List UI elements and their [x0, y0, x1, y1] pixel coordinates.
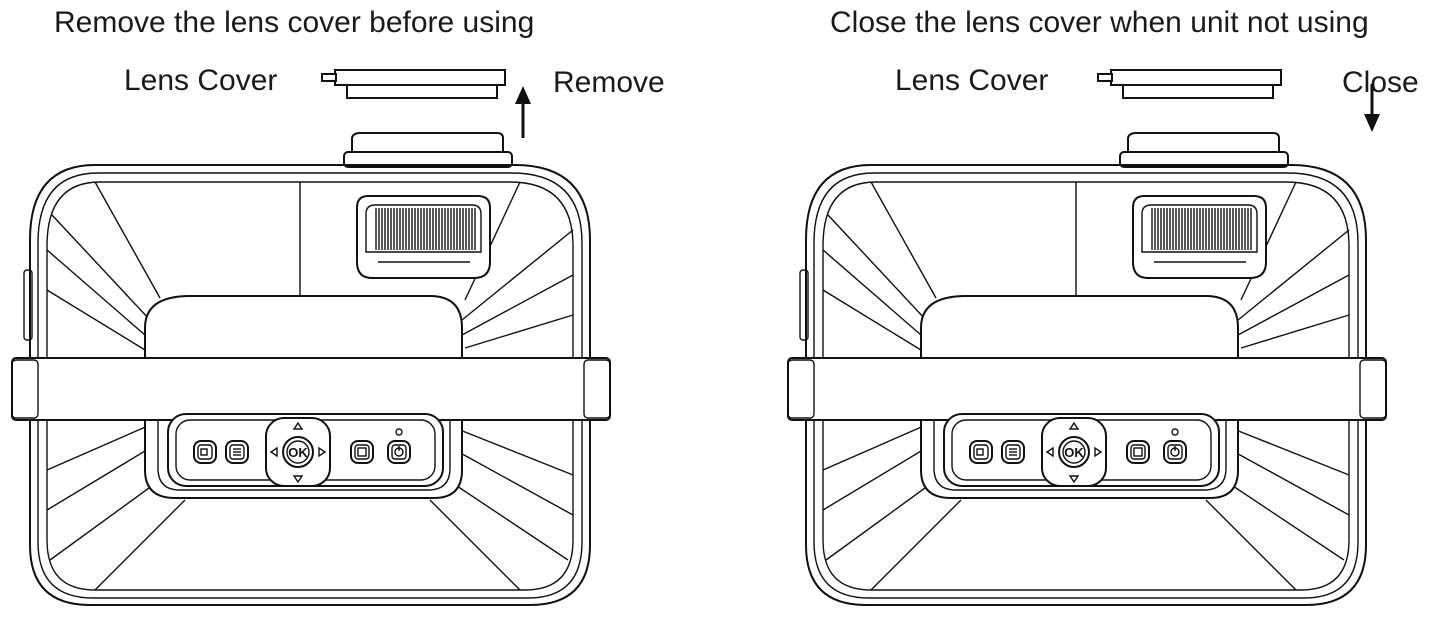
dpad-up-icon [292, 421, 304, 430]
panel-line [46, 424, 151, 471]
panel-line [870, 181, 937, 299]
projector-drawing: OK [787, 69, 1387, 606]
back-icon [1126, 440, 1150, 464]
projector-drawing: OK [11, 69, 611, 606]
panel-line [429, 499, 521, 591]
power-indicator-icon [395, 428, 403, 436]
panel-line [46, 289, 146, 351]
panel-line [822, 424, 927, 471]
projector-body [23, 164, 591, 606]
close-caption: Close the lens cover when unit not using [830, 6, 1369, 39]
panel-line [444, 477, 569, 561]
dpad-left-icon [1045, 446, 1054, 458]
dpad-right-icon [1094, 446, 1103, 458]
dpad-down-icon [292, 475, 304, 484]
input-source-icon [969, 440, 993, 464]
panel-line [825, 479, 937, 561]
arrow-down-icon [1364, 84, 1380, 132]
remove-cover-panel: Remove the lens cover before using Lens … [11, 6, 665, 606]
lens-cover-label: Lens Cover [895, 64, 1049, 97]
dpad: OK [1041, 417, 1107, 487]
focus-wheel [356, 195, 491, 279]
panel-line [51, 214, 151, 321]
strap-band [11, 357, 611, 421]
projector-body [799, 164, 1367, 606]
close-cover-panel: Close the lens cover when unit not using… [721, 0, 1442, 629]
panel-line [464, 314, 574, 349]
control-panel: OK [943, 413, 1220, 487]
power-icon [387, 440, 411, 464]
panel-line [870, 499, 962, 591]
panel-line [461, 229, 574, 321]
menu-icon [1001, 440, 1025, 464]
close-label: Close [1342, 66, 1419, 99]
top-handle-panel [144, 295, 463, 359]
panel-line [459, 429, 574, 476]
panel-line [1237, 229, 1350, 321]
arrow-up-icon [515, 86, 531, 138]
control-panel: OK [167, 413, 444, 487]
lens-barrel [343, 132, 513, 168]
dpad-right-icon [318, 446, 327, 458]
panel-line [1240, 181, 1297, 301]
dpad-up-icon [1068, 421, 1080, 430]
projector-group: OK [11, 69, 611, 606]
power-icon [1163, 440, 1187, 464]
input-source-icon [193, 440, 217, 464]
dpad-left-icon [269, 446, 278, 458]
power-indicator-icon [1171, 428, 1179, 436]
lens-barrel [1119, 132, 1289, 168]
top-handle-panel [920, 295, 1239, 359]
panel-line [461, 274, 574, 336]
panel-line [46, 249, 146, 336]
strap-band [787, 357, 1387, 421]
panel-line [464, 181, 521, 301]
panel-line [1237, 274, 1350, 336]
panel-line [1240, 314, 1350, 349]
panel-line [822, 444, 932, 511]
lens-cover-icon [1097, 69, 1282, 99]
panel-line [827, 214, 927, 321]
panel-line [94, 181, 161, 299]
dpad-down-icon [1068, 475, 1080, 484]
ok-button-label: OK [288, 445, 308, 460]
ok-button-label: OK [1064, 445, 1084, 460]
panel-line [1205, 499, 1297, 591]
panel-line [46, 444, 156, 511]
panel-line [822, 249, 922, 336]
back-icon [350, 440, 374, 464]
dpad: OK [265, 417, 331, 487]
panel-line [822, 289, 922, 351]
menu-icon [225, 440, 249, 464]
panel-line [1230, 449, 1350, 516]
remove-label: Remove [553, 66, 665, 99]
remove-caption: Remove the lens cover before using [54, 6, 535, 39]
panel-line [454, 449, 574, 516]
lens-cover-label: Lens Cover [124, 64, 278, 97]
panel-line [94, 499, 186, 591]
panel-line [49, 479, 161, 561]
projector-group: OK [787, 69, 1387, 606]
panel-line [1235, 429, 1350, 476]
panel-line [1220, 477, 1345, 561]
lens-cover-icon [321, 69, 506, 99]
focus-wheel [1132, 195, 1267, 279]
